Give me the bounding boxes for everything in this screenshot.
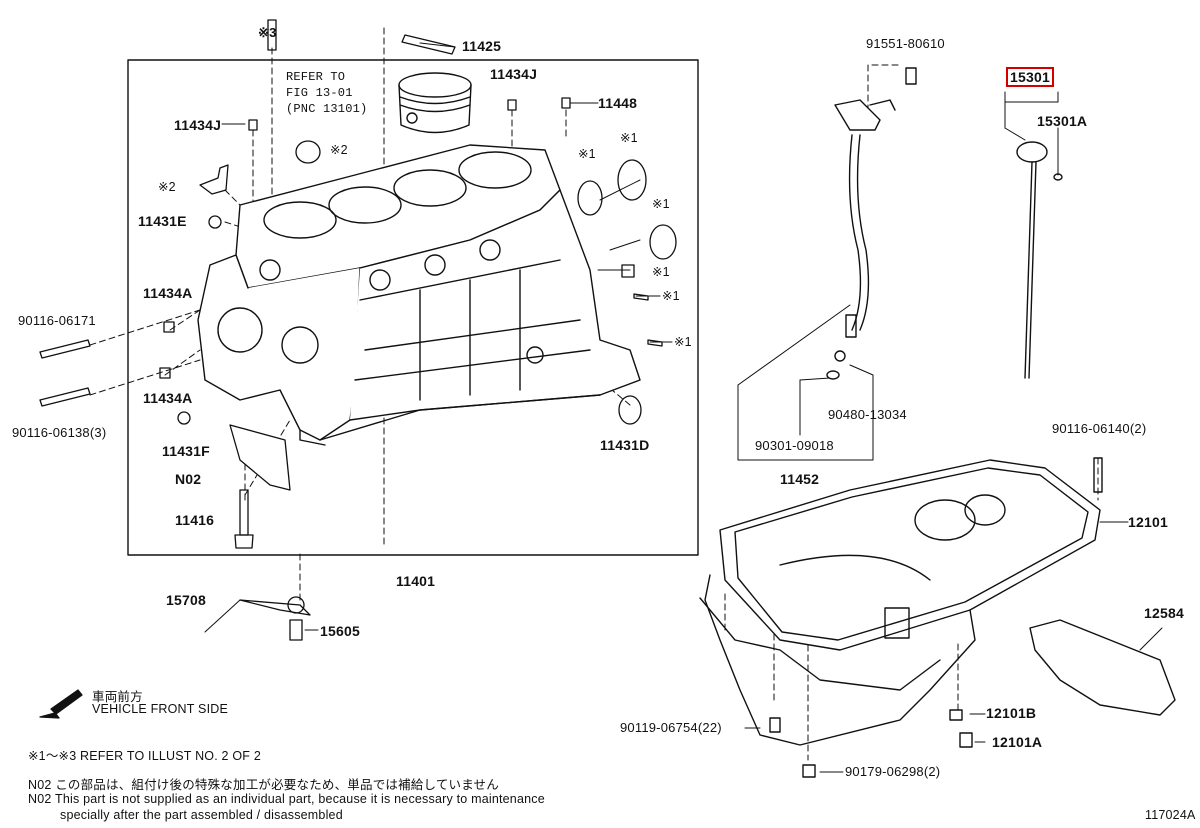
engine-block xyxy=(197,144,641,446)
part-number-12101[interactable]: 12101 xyxy=(1128,514,1168,530)
part-number-15301-highlighted[interactable]: 15301 xyxy=(1006,67,1054,87)
baffle-plate-drawing xyxy=(1029,619,1176,716)
callout-mark-1c: ※1 xyxy=(652,197,670,211)
callout-mark-1d: ※1 xyxy=(652,265,670,279)
part-number-11416[interactable]: 11416 xyxy=(175,512,215,528)
part-number-12584[interactable]: 12584 xyxy=(1144,605,1184,621)
group-frame-11401 xyxy=(127,59,699,556)
part-number-90116-06140[interactable]: 90116-06140(2) xyxy=(1052,421,1147,436)
part-number-90116-06138[interactable]: 90116-06138(3) xyxy=(12,425,107,440)
part-number-12101A[interactable]: 12101A xyxy=(992,734,1043,750)
dipstick-guide-drawing xyxy=(826,67,917,380)
refer-note-line1: REFER TO xyxy=(286,70,346,84)
part-number-11434J-top[interactable]: 11434J xyxy=(490,66,538,82)
block-small-parts xyxy=(39,19,677,641)
part-number-15605[interactable]: 15605 xyxy=(320,623,360,639)
part-number-11434A-a[interactable]: 11434A xyxy=(143,285,193,301)
part-number-11448[interactable]: 11448 xyxy=(598,95,638,111)
part-number-11401[interactable]: 11401 xyxy=(396,573,436,589)
n02-note-jp: N02 この部品は、組付け後の特殊な加工が必要なため、単品では補給していません xyxy=(28,778,499,792)
part-number-11434A-b[interactable]: 11434A xyxy=(143,390,193,406)
refer-note-line3: (PNC 13101) xyxy=(286,102,368,116)
callout-mark-1f: ※1 xyxy=(674,335,692,349)
oil-pan-drawing xyxy=(699,457,1103,778)
vehicle-front-label-jp: 車両前方 xyxy=(92,690,143,704)
part-number-90116-06171[interactable]: 90116-06171 xyxy=(18,313,96,328)
part-number-11452[interactable]: 11452 xyxy=(780,471,820,487)
n02-note-en-line1: N02 This part is not supplied as an indi… xyxy=(28,792,545,806)
part-number-11425[interactable]: 11425 xyxy=(462,38,502,54)
part-number-12101B[interactable]: 12101B xyxy=(986,705,1037,721)
dipstick-drawing xyxy=(1016,141,1063,379)
vehicle-front-arrow xyxy=(39,689,83,719)
callout-mark-2a: ※2 xyxy=(330,143,348,157)
refer-illust-note: ※1～※3 REFER TO ILLUST NO. 2 OF 2 xyxy=(28,749,261,763)
part-number-11431E[interactable]: 11431E xyxy=(138,213,187,229)
part-number-11431F[interactable]: 11431F xyxy=(162,443,210,459)
part-number-90119-06754[interactable]: 90119-06754(22) xyxy=(620,720,722,735)
callout-mark-3: ※3 xyxy=(258,25,277,40)
part-number-15708[interactable]: 15708 xyxy=(166,592,206,608)
part-number-15301A[interactable]: 15301A xyxy=(1037,113,1088,129)
callout-mark-2b: ※2 xyxy=(158,180,176,194)
part-number-11434J-left[interactable]: 11434J xyxy=(174,117,222,133)
refer-note-line2: FIG 13-01 xyxy=(286,86,353,100)
callout-mark-1a: ※1 xyxy=(620,131,638,145)
diagram-id: 117024A xyxy=(1145,808,1196,822)
part-number-90179-06298[interactable]: 90179-06298(2) xyxy=(845,764,941,779)
piston-drawing xyxy=(398,72,472,134)
vehicle-front-label-en: VEHICLE FRONT SIDE xyxy=(92,702,229,716)
part-number-N02[interactable]: N02 xyxy=(175,471,202,487)
part-number-90301-09018[interactable]: 90301-09018 xyxy=(755,438,834,453)
callout-mark-1b: ※1 xyxy=(578,147,596,161)
part-number-90480-13034[interactable]: 90480-13034 xyxy=(828,407,907,422)
part-number-91551-80610[interactable]: 91551-80610 xyxy=(866,36,945,51)
n02-note-en-line2: specially after the part assembled / dis… xyxy=(60,808,343,822)
callout-mark-1e: ※1 xyxy=(662,289,680,303)
part-number-11431D[interactable]: 11431D xyxy=(600,437,650,453)
